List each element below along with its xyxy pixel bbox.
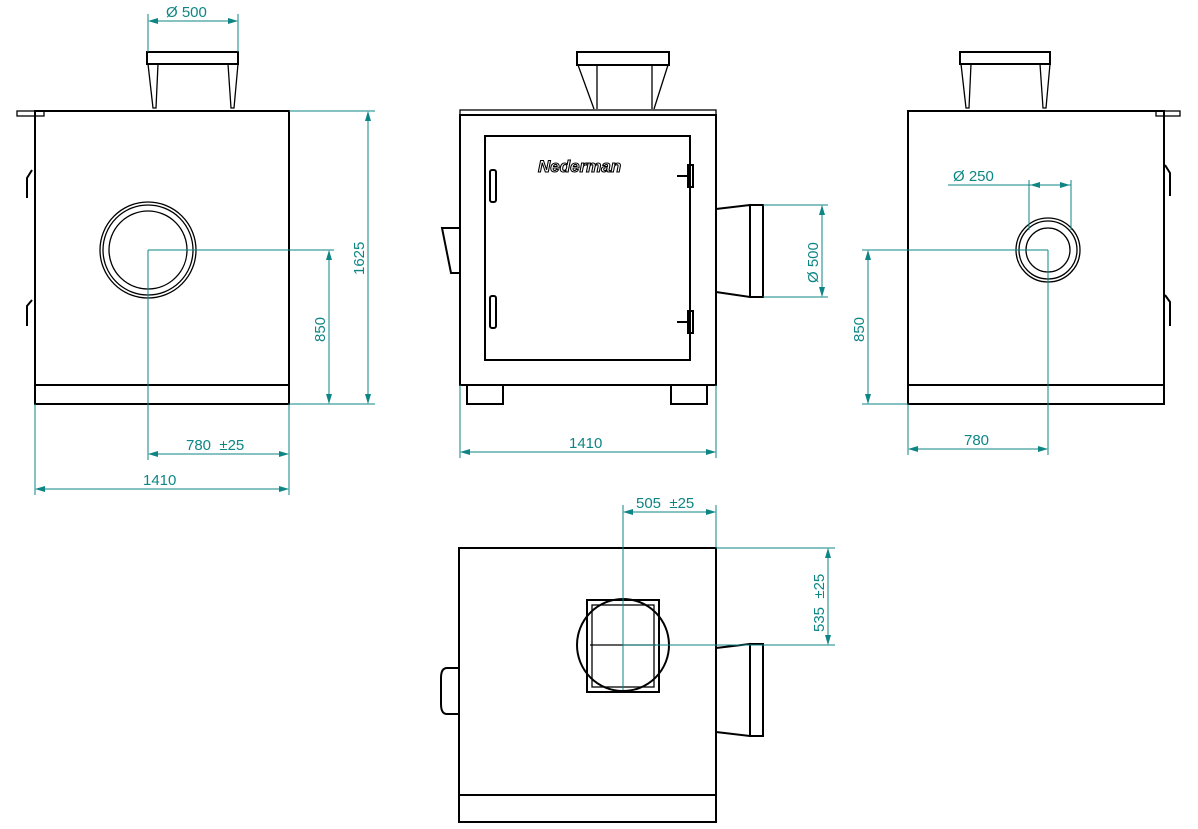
dim-width: 1410 <box>569 435 602 452</box>
top-duct <box>959 51 1051 109</box>
door-hinge <box>677 164 694 334</box>
front-view: Nederman Ø 500 1410 <box>440 51 828 458</box>
handle <box>1164 164 1171 326</box>
side-stub <box>440 227 459 274</box>
dim-inlet-offset-y: 535 ±25 <box>811 574 828 632</box>
handle <box>26 169 33 326</box>
side-view-left: Ø 500 1625 850 780 ±25 1410 <box>16 4 375 495</box>
dim-inlet-height: 850 <box>312 317 329 342</box>
outlet-duct <box>715 203 764 299</box>
dim-inlet-offset: 780 <box>964 432 989 449</box>
dim-outlet-diameter: Ø 500 <box>805 242 822 283</box>
dim-inlet-offset: 780 ±25 <box>186 437 244 454</box>
dim-top-duct-diameter: Ø 500 <box>166 4 207 21</box>
side-stub <box>440 667 459 715</box>
nederman-logo: Nederman <box>538 157 621 176</box>
top-duct <box>576 51 670 110</box>
dim-width: 1410 <box>143 472 176 489</box>
dim-inlet-height: 850 <box>851 317 868 342</box>
dim-height: 1625 <box>351 242 368 275</box>
door-handle <box>489 169 497 329</box>
door <box>484 135 691 361</box>
top-view: 505 ±25 535 ±25 <box>440 495 835 823</box>
outlet-duct <box>715 642 764 738</box>
top-duct <box>146 51 239 109</box>
side-view-right: Ø 250 850 780 <box>851 51 1181 455</box>
dim-inlet-offset-x: 505 ±25 <box>636 495 694 512</box>
dim-inlet-diameter: Ø 250 <box>953 168 994 185</box>
